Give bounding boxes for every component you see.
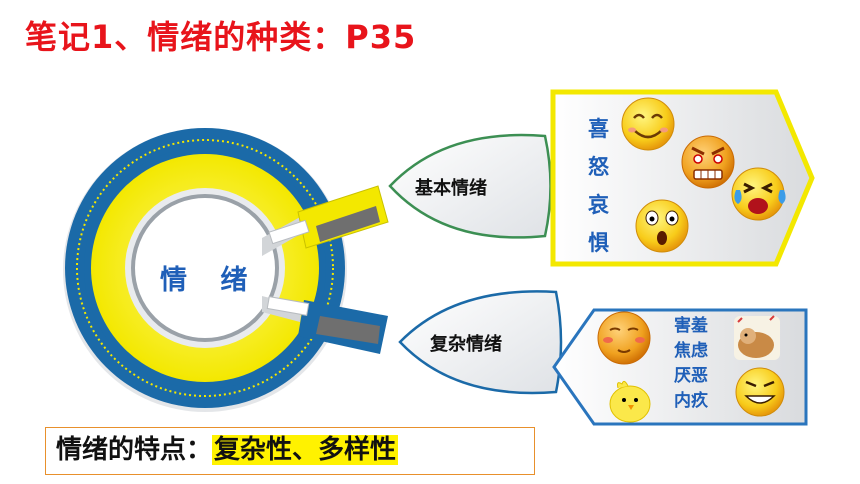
complex-emotion-list: 害羞 焦虑 厌恶 内疚: [674, 314, 734, 414]
basic-emotion-label: 基本情绪: [415, 178, 487, 199]
complex-emotion-item: 害羞: [674, 316, 708, 336]
page-title: 笔记1、情绪的种类：P35: [25, 18, 417, 56]
basic-emotion-box: [550, 89, 815, 267]
lower-handle: [262, 296, 388, 354]
basic-emotion-item: 怒: [588, 155, 609, 179]
basic-emotion-item: 惧: [588, 231, 609, 255]
upper-handle: [262, 185, 389, 256]
angry-emoji-icon: [681, 135, 735, 189]
basic-emotion-node: [388, 133, 552, 239]
complex-emotion-node: [398, 290, 563, 395]
duck-sticker-icon: [734, 315, 780, 360]
complex-emotion-label: 复杂情绪: [430, 334, 502, 355]
features-value: 复杂性、多样性: [212, 435, 399, 465]
shy-emoji-icon: [597, 311, 651, 365]
complex-emotion-item: 内疚: [674, 391, 708, 411]
complex-emotion-item: 厌恶: [674, 366, 708, 386]
basic-emotion-list: 喜 怒 哀 惧: [588, 110, 618, 262]
crying-emoji-icon: [731, 167, 786, 221]
features-prefix: 情绪的特点：: [56, 435, 213, 465]
center-label: 情 绪: [160, 265, 260, 296]
grin-emoji-icon: [735, 367, 785, 417]
basic-emotion-item: 喜: [588, 117, 609, 141]
smile-emoji-icon: [621, 97, 675, 151]
central-dial: [63, 128, 347, 412]
basic-emotion-item: 哀: [588, 193, 609, 217]
surprised-emoji-icon: [635, 199, 689, 253]
chick-icon: [609, 380, 651, 423]
features-box: 情绪的特点：复杂性、多样性: [45, 427, 535, 475]
complex-emotion-item: 焦虑: [674, 341, 708, 361]
